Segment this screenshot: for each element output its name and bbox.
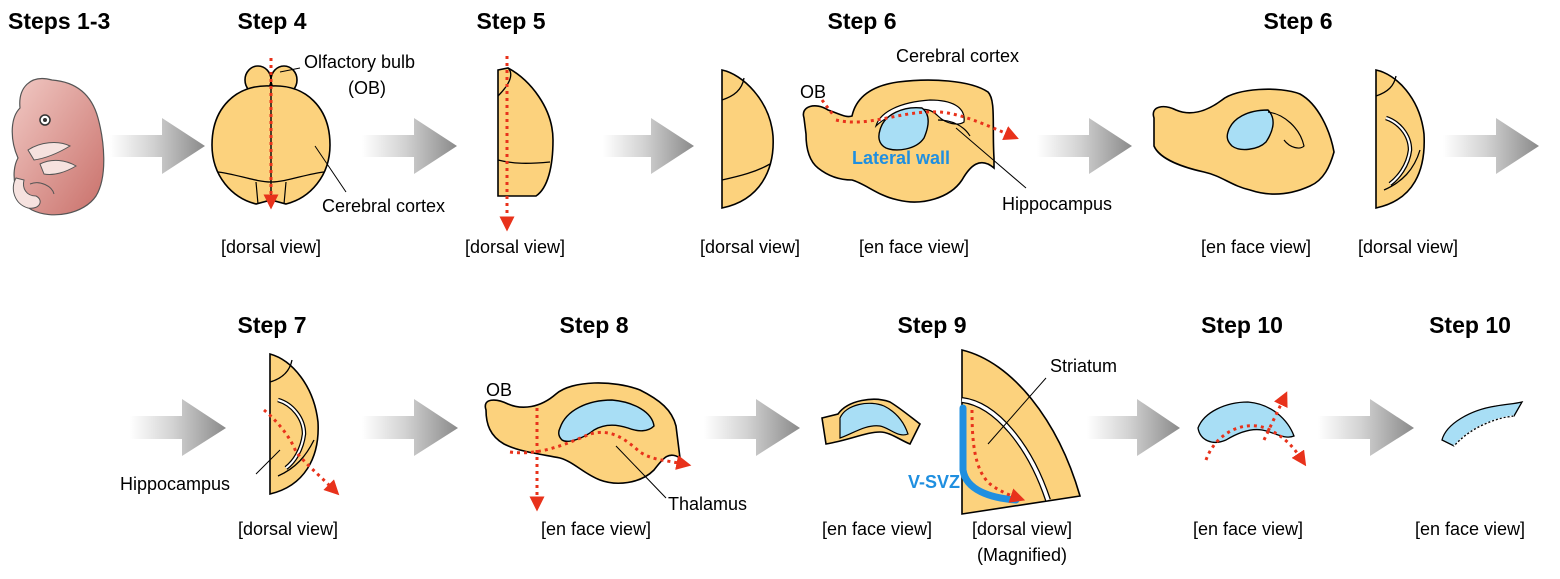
cut-line xyxy=(1204,424,1307,467)
lateral-wall-strip xyxy=(821,398,922,446)
step-title-5: Step 5 xyxy=(476,8,546,34)
ventricle-blue xyxy=(839,402,909,439)
process-arrow xyxy=(130,399,226,456)
label-hippocampus: Hippocampus xyxy=(1002,194,1113,214)
ventricle-blue xyxy=(557,399,655,442)
view-caption: [en face view] xyxy=(821,519,933,539)
cut-line xyxy=(263,408,340,496)
view-caption: [dorsal view] xyxy=(237,519,339,539)
hemisphere-en-face-step6b xyxy=(1152,88,1335,195)
label-striatum: Striatum xyxy=(1050,356,1118,376)
embryo-illustration xyxy=(11,78,105,216)
label-vsvz: V-SVZ xyxy=(908,472,961,492)
label-ob: OB xyxy=(800,82,827,102)
brain-dorsal-whole xyxy=(211,58,347,210)
process-arrow xyxy=(1037,118,1132,174)
step-title-6b: Step 6 xyxy=(1263,8,1333,34)
ventricle-blue xyxy=(1197,401,1295,443)
view-caption: [dorsal view] xyxy=(1357,237,1459,257)
process-arrow xyxy=(1443,118,1539,174)
view-caption: [en face view] xyxy=(1200,237,1312,257)
hemisphere-dorsal-step6 xyxy=(721,69,774,209)
hemisphere-dorsal-step7 xyxy=(255,352,340,496)
process-arrow xyxy=(1087,399,1180,456)
process-arrow xyxy=(362,118,457,174)
step-title-10b: Step 10 xyxy=(1429,312,1511,338)
process-arrows xyxy=(110,118,1539,456)
step-title-6a: Step 6 xyxy=(827,8,897,34)
step-title-8: Step 8 xyxy=(559,312,629,338)
step-title-7: Step 7 xyxy=(237,312,307,338)
process-arrow xyxy=(1318,399,1414,456)
ventricle-blue xyxy=(1441,401,1524,447)
label-ob-abbr: (OB) xyxy=(348,78,386,98)
step-title-10a: Step 10 xyxy=(1201,312,1283,338)
label-thalamus: Thalamus xyxy=(668,494,748,514)
lateral-wall-ventricle xyxy=(878,107,929,151)
view-caption: [en face view] xyxy=(540,519,652,539)
view-caption: [dorsal view] xyxy=(699,237,801,257)
view-caption: [en face view] xyxy=(1414,519,1526,539)
label-cerebral-cortex: Cerebral cortex xyxy=(322,196,446,216)
hemisphere-en-face-step6 xyxy=(802,79,1027,203)
ventricle-blue xyxy=(1226,109,1274,151)
label-hippocampus: Hippocampus xyxy=(120,474,231,494)
vsvz-tissue-step10a xyxy=(1197,391,1307,467)
process-arrow xyxy=(362,399,458,456)
step-title-1-3: Steps 1-3 xyxy=(8,8,111,34)
step-title-4: Step 4 xyxy=(237,8,307,34)
label-olfactory-bulb: Olfactory bulb xyxy=(304,52,416,72)
process-arrow xyxy=(603,118,694,174)
cut-line xyxy=(1262,391,1288,441)
step-title-9: Step 9 xyxy=(897,312,967,338)
view-caption: [en face view] xyxy=(858,237,970,257)
label-cerebral-cortex: Cerebral cortex xyxy=(896,46,1020,66)
view-caption-magnified: (Magnified) xyxy=(976,545,1068,565)
view-caption: [dorsal view] xyxy=(220,237,322,257)
view-caption: [en face view] xyxy=(1192,519,1304,539)
cut-line xyxy=(970,409,1026,503)
label-lateral-wall: Lateral wall xyxy=(852,148,951,168)
view-caption: [dorsal view] xyxy=(464,237,566,257)
vsvz-layer xyxy=(959,404,1020,504)
label-ob: OB xyxy=(486,380,513,400)
view-caption: [dorsal view] xyxy=(971,519,1073,539)
vsvz-tissue-final xyxy=(1441,401,1524,447)
process-arrow xyxy=(704,399,800,456)
hemisphere-dorsal-step6b xyxy=(1375,69,1425,209)
hemisphere-en-face-step8 xyxy=(484,382,692,512)
magnified-dorsal-striatum xyxy=(959,348,1082,515)
process-arrow xyxy=(110,118,205,174)
hemisphere-dorsal-step5 xyxy=(497,56,554,232)
cut-line xyxy=(509,431,692,470)
